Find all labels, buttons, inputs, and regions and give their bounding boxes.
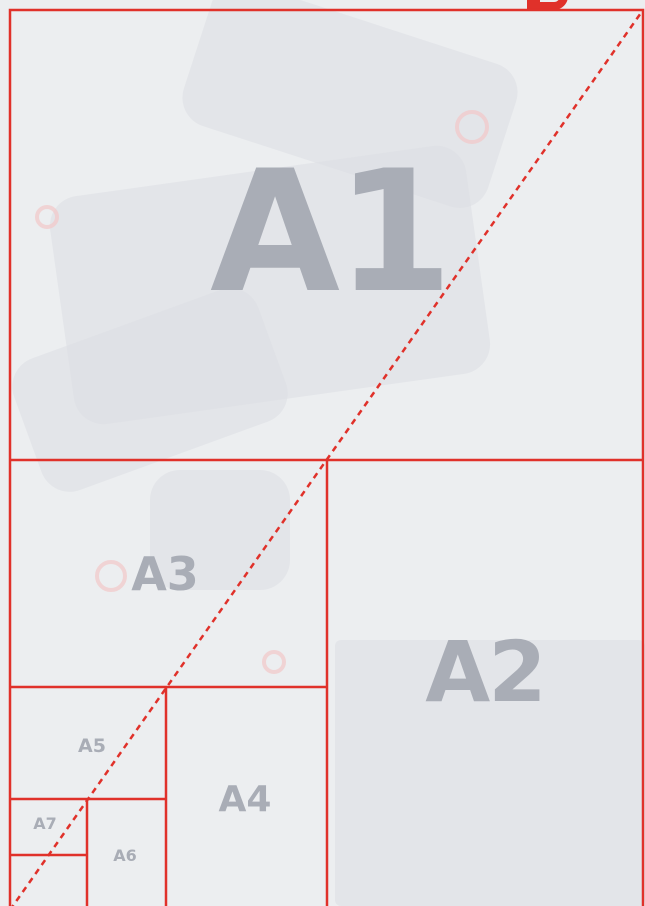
- label-a5: A5: [62, 737, 122, 756]
- label-a1: A1: [210, 148, 430, 316]
- label-a4: A4: [205, 782, 285, 818]
- label-a7: A7: [20, 816, 70, 832]
- label-a2: A2: [400, 630, 570, 714]
- label-a3: A3: [115, 551, 215, 597]
- label-a6: A6: [100, 848, 150, 864]
